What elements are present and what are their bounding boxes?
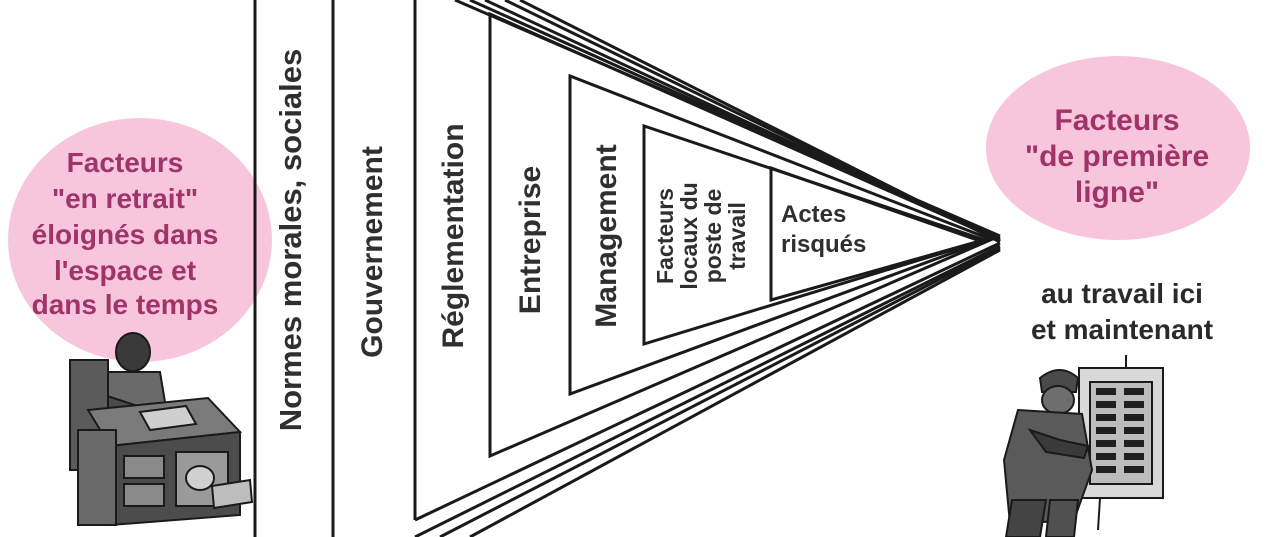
svg-text:Facteurs: Facteurs (1054, 104, 1179, 137)
svg-text:l'espace et: l'espace et (54, 255, 196, 286)
label-regulation: Réglementation (437, 123, 470, 348)
work-caption: au travail ici et maintenant (1031, 278, 1213, 345)
svg-text:poste de: poste de (700, 189, 726, 284)
label-local-factors: Facteurs locaux du poste de travail (652, 182, 750, 289)
svg-text:"en retrait": "en retrait" (52, 183, 198, 214)
svg-text:ligne": ligne" (1075, 176, 1159, 209)
svg-text:au travail ici: au travail ici (1041, 278, 1203, 309)
office-worker-icon (69, 332, 254, 527)
right-bubble (986, 56, 1250, 240)
label-government: Gouvernement (356, 146, 389, 358)
triangle-company (568, 73, 995, 397)
left-bubble-text: Facteurs "en retrait" éloignés dans l'es… (32, 147, 219, 320)
nested-triangles (488, 11, 999, 459)
svg-text:et maintenant: et maintenant (1031, 314, 1213, 345)
svg-text:dans le temps: dans le temps (32, 289, 219, 320)
right-bubble-text: Facteurs "de première ligne" (1025, 104, 1209, 209)
svg-text:risqués: risqués (781, 231, 866, 258)
triangle-local (769, 165, 985, 302)
technician-icon (1002, 355, 1164, 537)
svg-text:Facteurs: Facteurs (652, 188, 678, 284)
svg-text:"de première: "de première (1025, 140, 1209, 173)
triangle-regulation (488, 11, 999, 459)
converging-lines (413, 0, 1001, 537)
svg-text:locaux du: locaux du (676, 182, 702, 289)
svg-text:Actes: Actes (781, 201, 846, 228)
label-norms: Normes morales, sociales (273, 49, 308, 432)
left-bubble (8, 118, 272, 362)
label-company: Entreprise (514, 166, 547, 314)
label-management: Management (590, 144, 623, 327)
label-risky-acts: Actes risqués (781, 201, 866, 258)
svg-text:Facteurs: Facteurs (67, 147, 184, 178)
svg-text:éloignés dans: éloignés dans (32, 219, 219, 250)
svg-text:travail: travail (724, 202, 750, 270)
band-lines (253, 0, 335, 537)
